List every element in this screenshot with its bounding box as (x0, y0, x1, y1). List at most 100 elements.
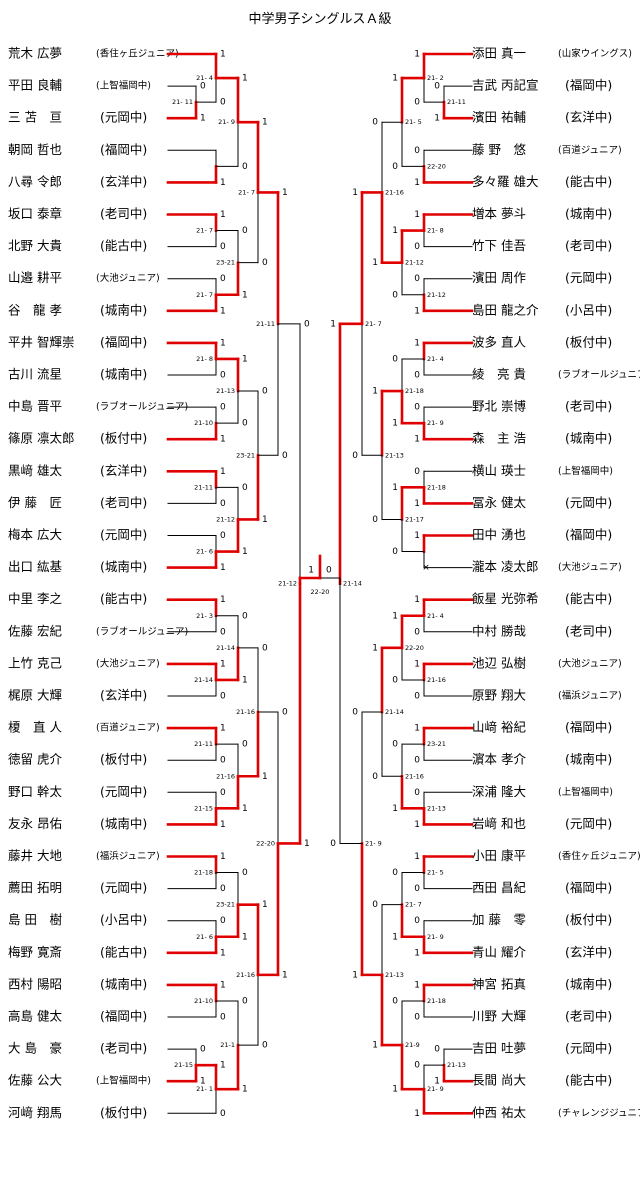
match-r3-result-b: 1 (242, 547, 248, 557)
match-r2-score: 21-12 (427, 291, 446, 299)
player-school-right: (福岡中) (565, 78, 612, 93)
match-r4-result-b: 0 (372, 772, 378, 782)
player-school-right: (上智福岡中) (558, 786, 613, 798)
match-r2-result-a: 0 (414, 403, 420, 413)
match-r3-result-a: 0 (242, 996, 248, 1006)
match-r2-score: 21- 7 (196, 227, 213, 235)
player-school-right: (城南中) (565, 431, 612, 446)
player-school-right: (百道ジュニア) (558, 144, 622, 156)
match-r2-result-a: 1 (414, 852, 420, 862)
match-r2-result-b: 1 (220, 820, 226, 830)
match-r2-result-a: 0 (414, 916, 420, 926)
match-r5-result-b: 0 (352, 451, 358, 461)
match-r2-result-a: 1 (220, 50, 226, 60)
match-r2-result-a: 1 (414, 724, 420, 734)
match-r4-score: 21- 7 (238, 188, 255, 196)
player-name-right: 長間 尚大 (472, 1073, 526, 1088)
match-r3-score: 23-21 (216, 259, 235, 267)
player-school-left: (玄洋中) (100, 463, 147, 478)
player-school-left: (大池ジュニア) (96, 272, 160, 284)
match-r4-result-b: 0 (262, 258, 268, 268)
player-school-right: (老司中) (565, 238, 612, 253)
match-r2-score: 21- 6 (196, 933, 213, 941)
match-r2-result-b: 1 (414, 948, 420, 958)
match-r2-result-b: 0 (414, 242, 420, 252)
player-school-left: (玄洋中) (100, 688, 147, 703)
match-r2-result-a: 0 (414, 274, 420, 284)
match-r2-result-b: 0 (414, 98, 420, 108)
match-r5-result-a: 1 (282, 188, 288, 198)
match-r5-score: 21- 9 (365, 839, 382, 847)
player-name-right: 冨永 健太 (472, 495, 526, 510)
player-school-right: (上智福岡中) (558, 465, 613, 477)
player-name-left: 黒﨑 雄太 (8, 463, 62, 478)
match-r5-score: 21-11 (256, 320, 275, 328)
player-name-right: 中村 勝哉 (472, 623, 526, 638)
match-r1-score: 21-11 (447, 98, 466, 106)
match-r2-result-a: 1 (414, 338, 420, 348)
match-r2-result-a: 1 (220, 659, 226, 669)
player-school-right: (能古中) (565, 1073, 612, 1088)
player-school-left: (元岡中) (100, 784, 147, 799)
match-r5-result-b: 1 (352, 970, 358, 980)
match-r3-result-a: 1 (392, 483, 398, 493)
player-name-left: 平田 良輔 (8, 78, 62, 93)
player-name-right: 竹下 佳吾 (472, 238, 526, 253)
match-r3-score: 21-12 (216, 515, 235, 523)
player-name-right: 深浦 隆大 (472, 784, 526, 799)
match-r2-result-b: 0 (220, 1109, 226, 1119)
player-name-right: 多々羅 雄大 (472, 174, 538, 189)
match-r3-result-b: 1 (242, 932, 248, 942)
player-name-right: 横山 瑛士 (472, 463, 526, 478)
player-name-left: 平井 智輝崇 (8, 334, 74, 349)
match-r1b-result-b: 1 (434, 1077, 440, 1087)
match-r2-score: 21-10 (194, 419, 213, 427)
player-school-left: (福岡中) (100, 1009, 147, 1024)
player-name-right: 濵本 孝介 (472, 752, 526, 767)
match-r2-walkover: × (422, 563, 430, 573)
player-name-right: 増本 夢斗 (472, 206, 526, 221)
match-r3-result-b: 1 (392, 804, 398, 814)
player-name-right: 飯星 光弥希 (472, 591, 538, 606)
match-r2-result-a: 1 (220, 467, 226, 477)
player-name-left: 山邉 耕平 (8, 270, 62, 285)
match-r2-score: 21- 4 (196, 74, 213, 82)
player-name-left: 榎 直 人 (8, 720, 62, 735)
match-r2-score: 21-18 (427, 997, 446, 1005)
player-name-left: 佐藤 公大 (8, 1073, 62, 1088)
match-r5-result-a: 0 (352, 708, 358, 718)
player-school-right: (老司中) (565, 1009, 612, 1024)
player-school-right: (城南中) (565, 976, 612, 991)
match-r2-result-a: 1 (220, 338, 226, 348)
match-r4-score: 23-21 (236, 451, 255, 459)
match-r3-result-b: 1 (242, 290, 248, 300)
match-r4-result-a: 0 (262, 387, 268, 397)
match-r2-result-b: 1 (220, 563, 226, 573)
match-r2-result-a: 1 (220, 1061, 226, 1071)
match-r1-result-a: 0 (434, 82, 440, 92)
match-r2-score: 21- 9 (427, 419, 444, 427)
match-r2-score: 21- 9 (427, 933, 444, 941)
match-r4-result-a: 0 (372, 118, 378, 128)
player-name-right: 西田 昌紀 (472, 880, 526, 895)
match-r2-score: 21-16 (427, 676, 446, 684)
player-name-right: 吉田 吐夢 (472, 1041, 526, 1056)
match-r6-result-b: 1 (304, 839, 310, 849)
match-r3-result-b: 0 (392, 547, 398, 557)
player-school-right: (山家ウイングス) (558, 48, 632, 60)
player-school-left: (老司中) (100, 206, 147, 221)
match-r2-score: 22-20 (427, 162, 446, 170)
match-r3-score: 21- 5 (405, 118, 422, 126)
match-r2-result-b: 0 (414, 756, 420, 766)
player-name-left: 薦田 拓明 (8, 880, 62, 895)
player-name-left: 北野 大貴 (8, 238, 62, 253)
match-r2-result-b: 1 (414, 435, 420, 445)
match-r2-result-b: 1 (220, 178, 226, 188)
match-r3-result-b: 0 (392, 675, 398, 685)
match-r2-score: 21- 5 (427, 869, 444, 877)
player-name-left: 中里 李之 (8, 591, 62, 606)
match-r2-result-a: 1 (414, 50, 420, 60)
match-r3-score: 21-18 (405, 387, 424, 395)
match-r3-result-a: 1 (392, 226, 398, 236)
match-r4-result-b: 1 (262, 515, 268, 525)
